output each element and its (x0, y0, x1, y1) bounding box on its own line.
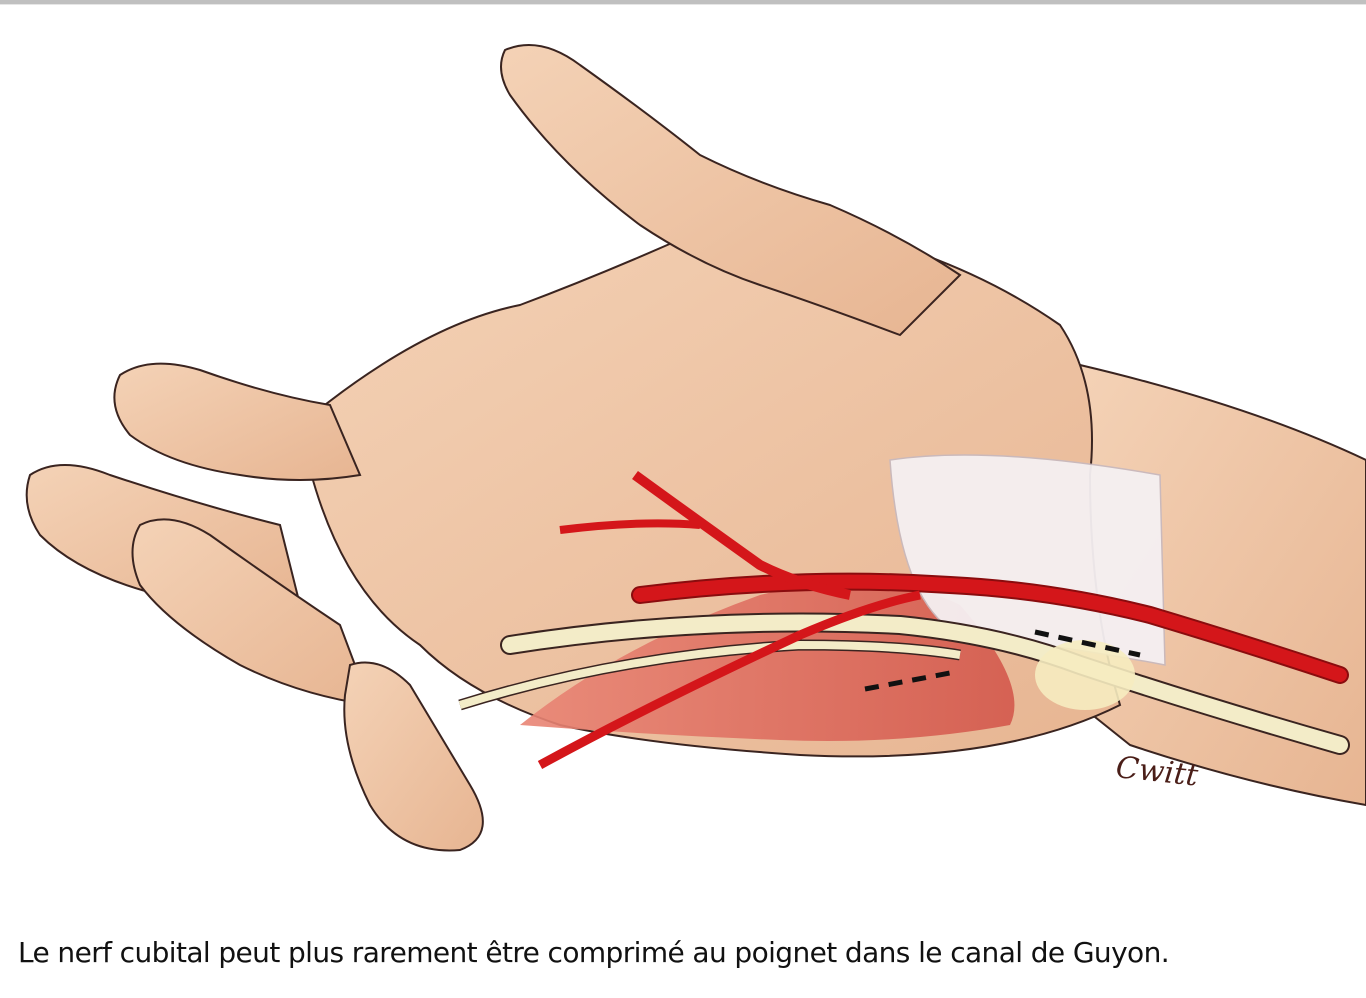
guyon-canal-ganglion (1035, 640, 1135, 710)
artist-signature: Cwitt (1114, 750, 1200, 794)
artery-branch-2 (559, 519, 701, 534)
hand-illustration: Cwitt (25, 44, 1366, 852)
figure-caption: Le nerf cubital peut plus rarement être … (18, 936, 1170, 969)
index-finger (113, 362, 362, 481)
anatomy-illustration: Cwitt (0, 5, 1366, 905)
dashed-marker-left (864, 670, 951, 692)
ring-finger (131, 518, 372, 707)
little-finger (343, 661, 484, 852)
dashed-marker-right (1034, 629, 1141, 658)
superficial-palmar-arch (632, 470, 851, 600)
artery-branch (537, 590, 921, 769)
thumb (500, 44, 962, 337)
top-border (0, 0, 1366, 5)
